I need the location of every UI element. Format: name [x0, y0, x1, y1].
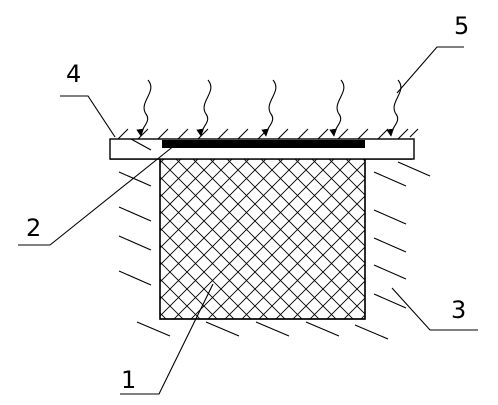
label-1: 1	[121, 366, 136, 394]
leader-1	[120, 283, 214, 395]
wave-arrow	[136, 79, 152, 137]
membrane-strip	[162, 140, 365, 148]
leader-lines	[18, 46, 478, 395]
soil-hatching	[118, 138, 431, 340]
label-5: 5	[454, 12, 469, 40]
heat-arrows	[136, 79, 402, 137]
label-3: 3	[451, 296, 466, 324]
wave-arrow	[196, 79, 212, 137]
leader-2	[18, 144, 176, 246]
leader-4	[60, 95, 116, 138]
wave-arrow	[261, 79, 277, 137]
label-2: 2	[26, 214, 41, 242]
leader-3	[391, 287, 478, 331]
fill-block	[159, 158, 366, 320]
leader-5	[396, 46, 464, 94]
cover-hatching	[117, 128, 419, 140]
label-4: 4	[66, 60, 81, 88]
wave-arrow	[386, 79, 402, 137]
wave-arrow	[329, 79, 345, 137]
